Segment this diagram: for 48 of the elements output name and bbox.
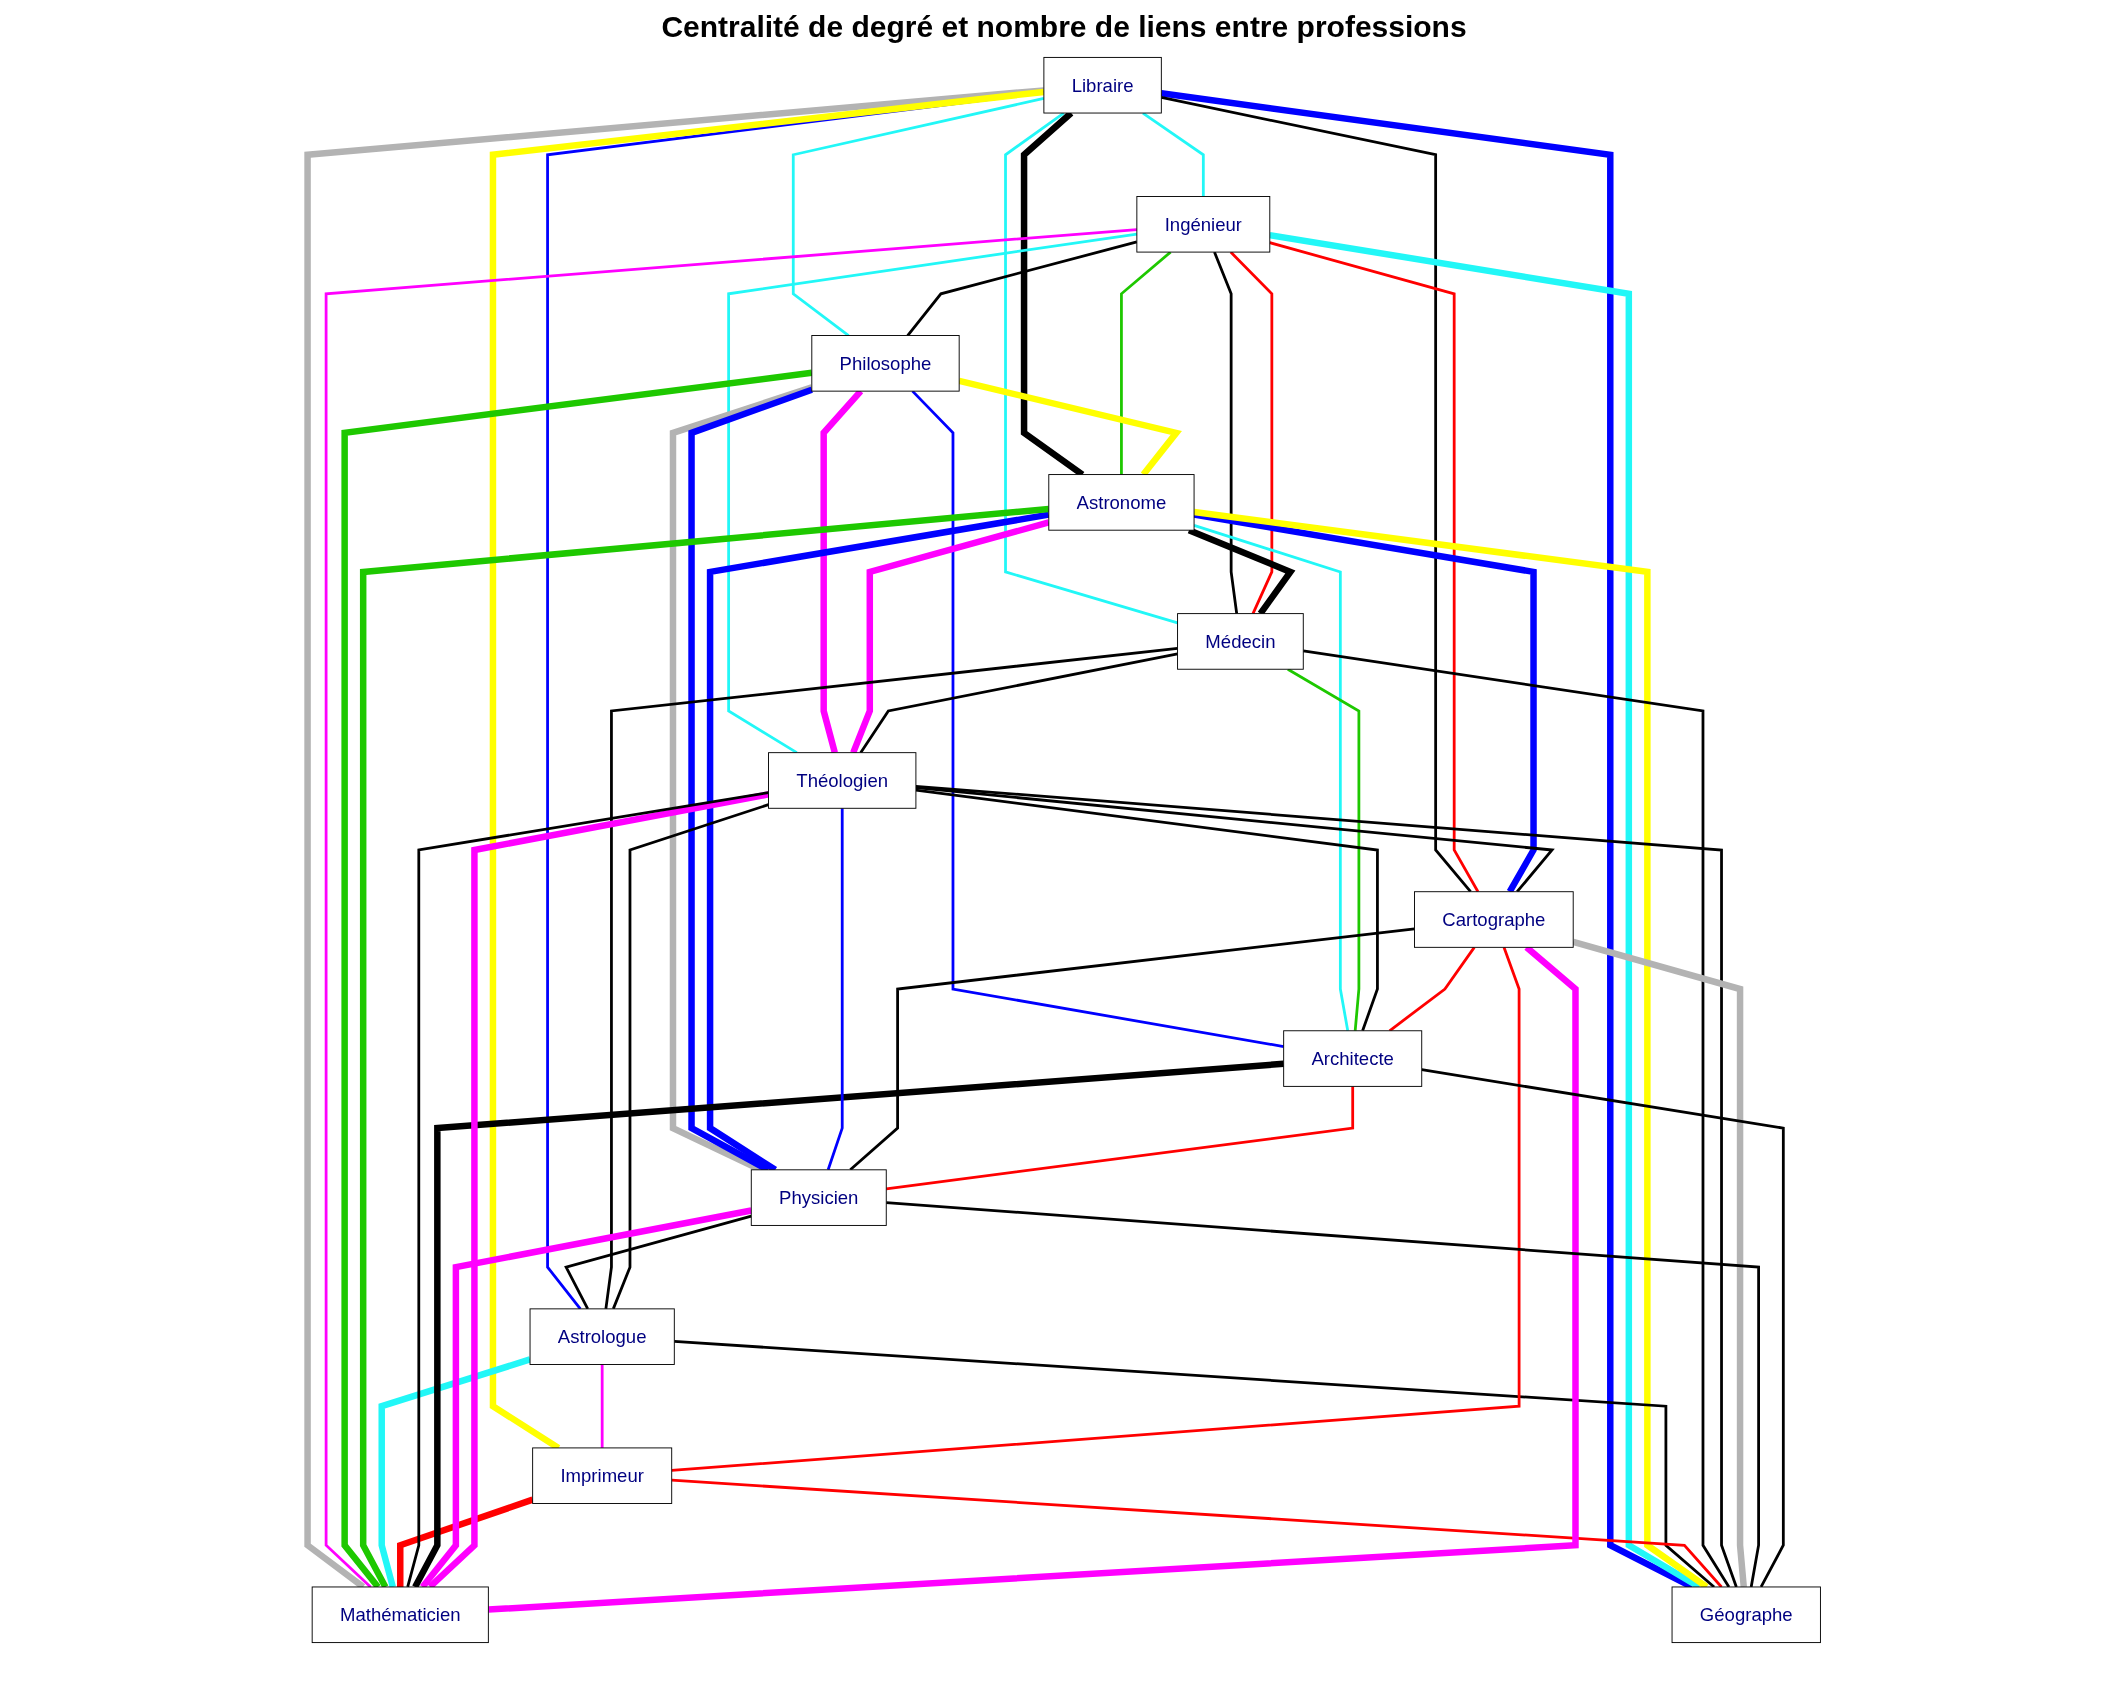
connector [826,808,844,1171]
chart-title: Centralité de degré et nombre de liens entre professions [660,10,1468,44]
connector [600,1364,604,1448]
connector [397,1496,534,1587]
connector [1287,668,1361,1031]
connector [671,1478,1723,1588]
connector [1572,938,1747,1588]
node-box: Astrologue [529,1308,675,1365]
connector [1213,251,1239,614]
node-box: Astronome [1048,474,1195,531]
connector [564,1214,752,1310]
node-box: Géographe [1671,1586,1821,1644]
connector [1269,241,1480,893]
connector [915,784,1738,1588]
connector [671,946,1521,1472]
connector [1161,96,1472,893]
connector [674,1340,1715,1588]
node-box: Libraire [1043,56,1162,114]
connector [886,1201,1760,1588]
node-box: Théologien [768,752,917,809]
connector [859,652,1178,754]
connector [378,1356,531,1588]
node-box: Mathématicien [311,1586,489,1644]
connector [791,97,1045,337]
connector [915,786,1555,893]
connector [604,647,1178,1310]
connector [849,927,1415,1171]
node-box: Physicien [750,1169,887,1226]
connector [1421,1068,1785,1588]
connector [906,240,1138,337]
connector [1303,649,1731,1588]
connector [1120,251,1172,475]
connector [886,1086,1355,1191]
node-box: Médecin [1177,613,1304,670]
connector [324,228,1137,1588]
node-box: Ingénieur [1136,196,1271,253]
connector [1193,524,1350,1031]
node-box: Philosophe [811,335,960,392]
connector [1388,946,1476,1032]
connector [850,519,1050,754]
connector [915,788,1379,1032]
node-box: Imprimeur [532,1447,673,1504]
node-box: Architecte [1283,1030,1423,1087]
connector [612,803,769,1310]
connector [1229,251,1274,615]
node-box: Cartographe [1414,891,1574,948]
connector [727,232,1138,754]
connector [911,390,1284,1048]
